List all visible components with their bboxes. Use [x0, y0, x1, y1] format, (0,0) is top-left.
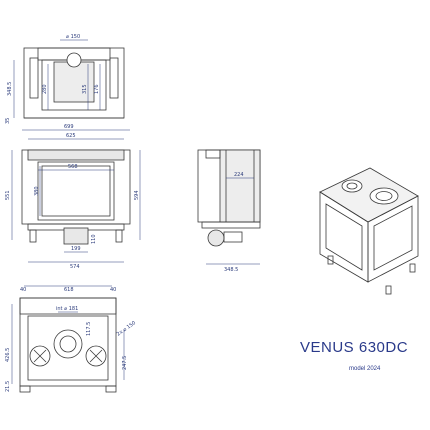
iso-flue-large-inner — [375, 191, 393, 201]
top-view-h-b-label: 315 — [82, 84, 88, 94]
bottom-view-h-inlet-label: 117.5 — [86, 322, 92, 336]
front-view-inner-glass — [41, 165, 111, 217]
front-view-header — [27, 149, 125, 161]
side-view-air-inlet — [207, 229, 225, 247]
top-view-h-a-label: 280 — [42, 84, 48, 94]
bottom-view-left-offset-label: 21.5 — [5, 381, 11, 392]
iso-front-glass — [325, 203, 363, 271]
side-view-header — [205, 149, 221, 159]
iso-foot-3 — [409, 263, 416, 273]
bottom-view-depth-inlet-label: 247.5 — [122, 356, 128, 370]
bottom-view-foot-left — [19, 385, 31, 393]
top-view-h-c-label: 176 — [94, 84, 100, 94]
front-view-w-inlet-label: 199 — [71, 246, 81, 252]
isometric-view — [319, 167, 419, 295]
bottom-view-back — [19, 297, 117, 315]
bottom-view-w-total-label: 618 — [64, 287, 74, 293]
front-view-air-inlet — [63, 227, 89, 245]
front-view-h-inlet-label: 110 — [91, 234, 97, 244]
top-view-side-left — [29, 57, 39, 99]
front-view-foot-left — [29, 229, 37, 243]
top-view-h-left-label: 348.5 — [7, 82, 13, 96]
front-view-h-right-label: 594 — [134, 190, 140, 200]
side-view — [197, 149, 261, 265]
side-view-base — [201, 221, 261, 229]
iso-side-face — [367, 195, 419, 283]
front-view-w-glass-label: 568 — [68, 164, 78, 170]
side-view-duct — [223, 231, 243, 243]
iso-flue-large — [369, 187, 399, 205]
front-view-h-total-label: 551 — [5, 190, 11, 200]
front-view-h-glass-label: 380 — [34, 186, 40, 196]
front-view-foot-right — [115, 229, 123, 243]
top-view-side-right — [109, 57, 119, 99]
iso-foot-2 — [385, 285, 392, 295]
front-view-w-mid-label: 625 — [66, 133, 76, 139]
bottom-view-inner — [27, 315, 109, 381]
iso-side-glass — [373, 205, 413, 271]
top-view-offset-label: 35 — [5, 118, 11, 124]
front-view-w-outer-label: 699 — [64, 124, 74, 130]
bottom-view — [11, 285, 125, 393]
top-view-flue-box — [53, 61, 95, 103]
iso-foot-1 — [327, 255, 334, 265]
front-view-glass — [37, 161, 115, 221]
bottom-view-depth-total-label: 426.5 — [5, 348, 11, 362]
top-view — [13, 39, 125, 119]
side-view-depth-inner-label: 224 — [234, 172, 244, 178]
bottom-view-foot-right — [105, 385, 117, 393]
top-view-dia-label: ⌀ 150 — [66, 34, 80, 40]
front-view-w-base-label: 574 — [70, 264, 80, 270]
bottom-view-inlet — [53, 329, 83, 359]
top-view-flue-circle — [66, 52, 82, 68]
bottom-view-dia-inlet-label: int ⌀ 181 — [56, 306, 78, 312]
iso-flue-small — [341, 179, 363, 193]
bottom-view-m-right-label: 40 — [110, 287, 116, 293]
bottom-view-inlet-inner — [59, 335, 77, 353]
front-view — [11, 129, 141, 263]
product-model: model 2024 — [349, 366, 381, 372]
side-view-depth-total-label: 348.5 — [224, 267, 238, 273]
bottom-view-dia-side-label: 2x ⌀ 150 — [116, 320, 137, 337]
iso-flue-small-inner — [346, 182, 358, 190]
product-title: VENUS 630DC — [300, 339, 408, 356]
bottom-view-m-left-label: 40 — [20, 287, 26, 293]
